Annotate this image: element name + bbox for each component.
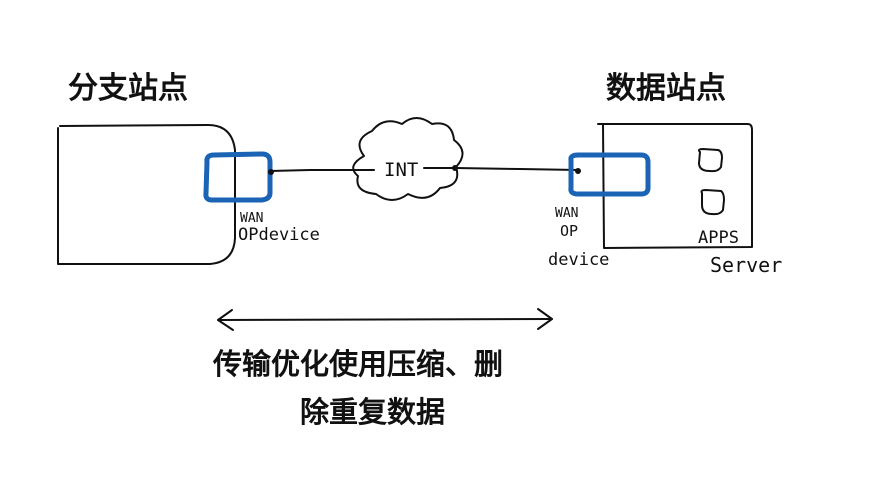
datacenter-wan-label: WAN — [555, 206, 578, 221]
server-label: Server — [710, 253, 782, 277]
datacenter-device-label: device — [548, 250, 609, 270]
branch-link-line — [269, 169, 359, 172]
datacenter-link-node — [575, 168, 581, 174]
internet-cloud-label: INT — [384, 159, 418, 181]
branch-opdevice-label: OPdevice — [238, 225, 320, 245]
caption-line-1: 传输优化使用压缩、删 — [212, 347, 503, 381]
datacenter-site-title: 数据站点 — [606, 71, 726, 106]
arrow-head-left — [217, 309, 234, 331]
branch-wan-device — [203, 151, 273, 203]
branch-site-title: 分支站点 — [68, 71, 188, 106]
app-icon-1 — [698, 148, 723, 173]
app-icon-2 — [700, 189, 725, 216]
apps-label: APPS — [698, 228, 739, 248]
branch-link-node — [268, 169, 274, 175]
branch-site-box — [57, 124, 236, 265]
branch-wan-label: WAN — [240, 211, 263, 226]
arrow-head-right — [537, 308, 553, 330]
datacenter-wan-device — [568, 152, 651, 197]
datacenter-link-line — [454, 167, 579, 171]
caption-line-2: 除重复数据 — [300, 395, 445, 429]
optimization-span-arrow — [217, 318, 553, 321]
datacenter-site-box — [597, 123, 753, 249]
datacenter-op-label: OP — [560, 222, 578, 240]
